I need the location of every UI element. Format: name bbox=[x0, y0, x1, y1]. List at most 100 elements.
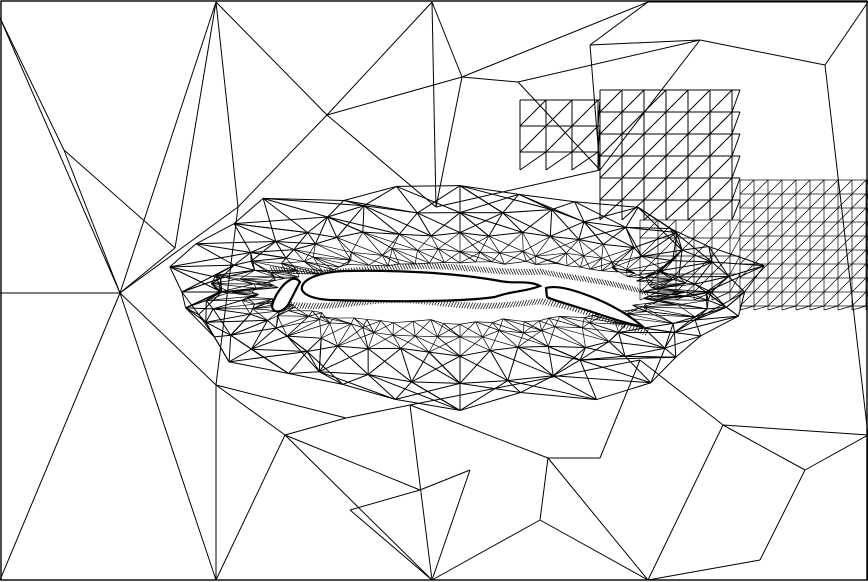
mesh-edge bbox=[250, 249, 294, 253]
mesh-edge bbox=[504, 251, 524, 265]
mesh-edge bbox=[647, 559, 761, 581]
mesh-edge bbox=[338, 259, 352, 268]
mesh-edge bbox=[482, 330, 500, 338]
mesh-edge bbox=[312, 256, 323, 272]
mesh-edge bbox=[512, 268, 517, 275]
mesh-edge bbox=[837, 235, 853, 251]
mesh-edge bbox=[285, 257, 305, 262]
mesh-edge bbox=[411, 351, 430, 383]
mesh-edge bbox=[642, 328, 646, 335]
mesh-edge bbox=[331, 302, 336, 309]
mesh-edge bbox=[502, 318, 525, 322]
mesh-edge bbox=[729, 219, 741, 239]
mesh-edge bbox=[417, 250, 445, 263]
mesh-edge bbox=[705, 265, 765, 293]
mesh-edge bbox=[823, 221, 839, 237]
mesh-edge bbox=[582, 327, 619, 333]
mesh-edge bbox=[345, 300, 349, 308]
mesh-edge bbox=[571, 99, 599, 127]
mesh-edge bbox=[583, 255, 602, 259]
mesh-edge bbox=[319, 371, 343, 385]
mesh-edge bbox=[634, 286, 638, 293]
mesh-edge bbox=[461, 264, 466, 272]
mesh-edge bbox=[669, 228, 683, 251]
mesh-edge bbox=[333, 266, 340, 271]
mesh-edge bbox=[688, 296, 709, 301]
mesh-edge bbox=[795, 249, 811, 265]
mesh-edge bbox=[551, 201, 575, 211]
mesh-edge bbox=[517, 332, 524, 348]
mesh-edge bbox=[459, 261, 476, 264]
mesh-edge bbox=[373, 332, 401, 349]
mesh-edge bbox=[523, 321, 542, 331]
mesh-edge bbox=[673, 332, 677, 358]
mesh-edge bbox=[262, 197, 308, 234]
mesh-edge bbox=[482, 266, 487, 274]
mesh-edge bbox=[461, 1, 649, 78]
mesh-edge bbox=[437, 336, 461, 357]
mesh-edge bbox=[566, 273, 571, 280]
mesh-edge bbox=[837, 221, 853, 237]
mesh-edge bbox=[553, 375, 597, 401]
mesh-edge bbox=[597, 125, 601, 153]
mesh-edge bbox=[767, 277, 783, 293]
mesh-edge bbox=[767, 305, 783, 311]
mesh-edge bbox=[459, 380, 509, 411]
mesh-edge bbox=[687, 111, 711, 135]
mesh-edge bbox=[728, 265, 765, 277]
mesh-edge bbox=[781, 207, 797, 223]
mesh-edge bbox=[599, 359, 641, 459]
mesh-edge bbox=[520, 392, 597, 401]
mesh-edge bbox=[767, 207, 783, 223]
mesh-edge bbox=[318, 345, 338, 372]
mesh-edge bbox=[285, 267, 290, 274]
mesh-edge bbox=[396, 185, 461, 187]
mesh-edge bbox=[438, 232, 461, 250]
mesh-edge bbox=[228, 335, 232, 362]
mesh-edge bbox=[658, 270, 679, 278]
mesh-edge bbox=[254, 269, 276, 278]
mesh-edge bbox=[234, 260, 252, 266]
mesh-edge bbox=[362, 231, 400, 235]
mesh-edge bbox=[307, 268, 312, 275]
mesh-edge bbox=[287, 335, 322, 339]
mesh-edge bbox=[548, 345, 586, 349]
mesh-edge bbox=[475, 321, 500, 331]
mesh-edge bbox=[644, 289, 649, 296]
mesh-edge bbox=[580, 266, 591, 270]
mesh-edge bbox=[507, 268, 511, 275]
mesh-edge bbox=[795, 221, 811, 237]
mesh-edge bbox=[656, 287, 712, 293]
mesh-edge bbox=[492, 322, 524, 334]
mesh-edge bbox=[580, 257, 602, 268]
mesh-edge bbox=[206, 295, 257, 301]
mesh-edge bbox=[554, 326, 583, 329]
mesh-edge bbox=[795, 207, 811, 223]
mesh-edge bbox=[459, 232, 489, 237]
mesh-edge bbox=[488, 267, 493, 274]
mesh-edge bbox=[393, 320, 414, 324]
mesh-edge bbox=[445, 263, 449, 270]
mesh-edge bbox=[318, 338, 322, 372]
mesh-edge bbox=[547, 326, 556, 347]
mesh-edge bbox=[711, 261, 765, 267]
mesh-edge bbox=[430, 232, 461, 237]
mesh-edge bbox=[767, 249, 783, 265]
mesh-edge bbox=[299, 268, 304, 275]
mesh-edge bbox=[708, 246, 713, 263]
mesh-edge bbox=[319, 312, 323, 320]
mesh-edge bbox=[262, 197, 328, 218]
mesh-edge bbox=[499, 302, 503, 309]
mesh-edge bbox=[809, 305, 825, 311]
mesh-edge bbox=[687, 89, 711, 113]
mesh-edge bbox=[334, 301, 339, 309]
mesh-edge bbox=[618, 332, 626, 357]
mesh-edge bbox=[621, 177, 645, 201]
mesh-edge bbox=[634, 325, 638, 333]
mesh-edge bbox=[709, 155, 733, 179]
mesh-edge bbox=[419, 469, 471, 491]
mesh-edge bbox=[237, 114, 328, 208]
mesh-edge bbox=[809, 235, 825, 251]
